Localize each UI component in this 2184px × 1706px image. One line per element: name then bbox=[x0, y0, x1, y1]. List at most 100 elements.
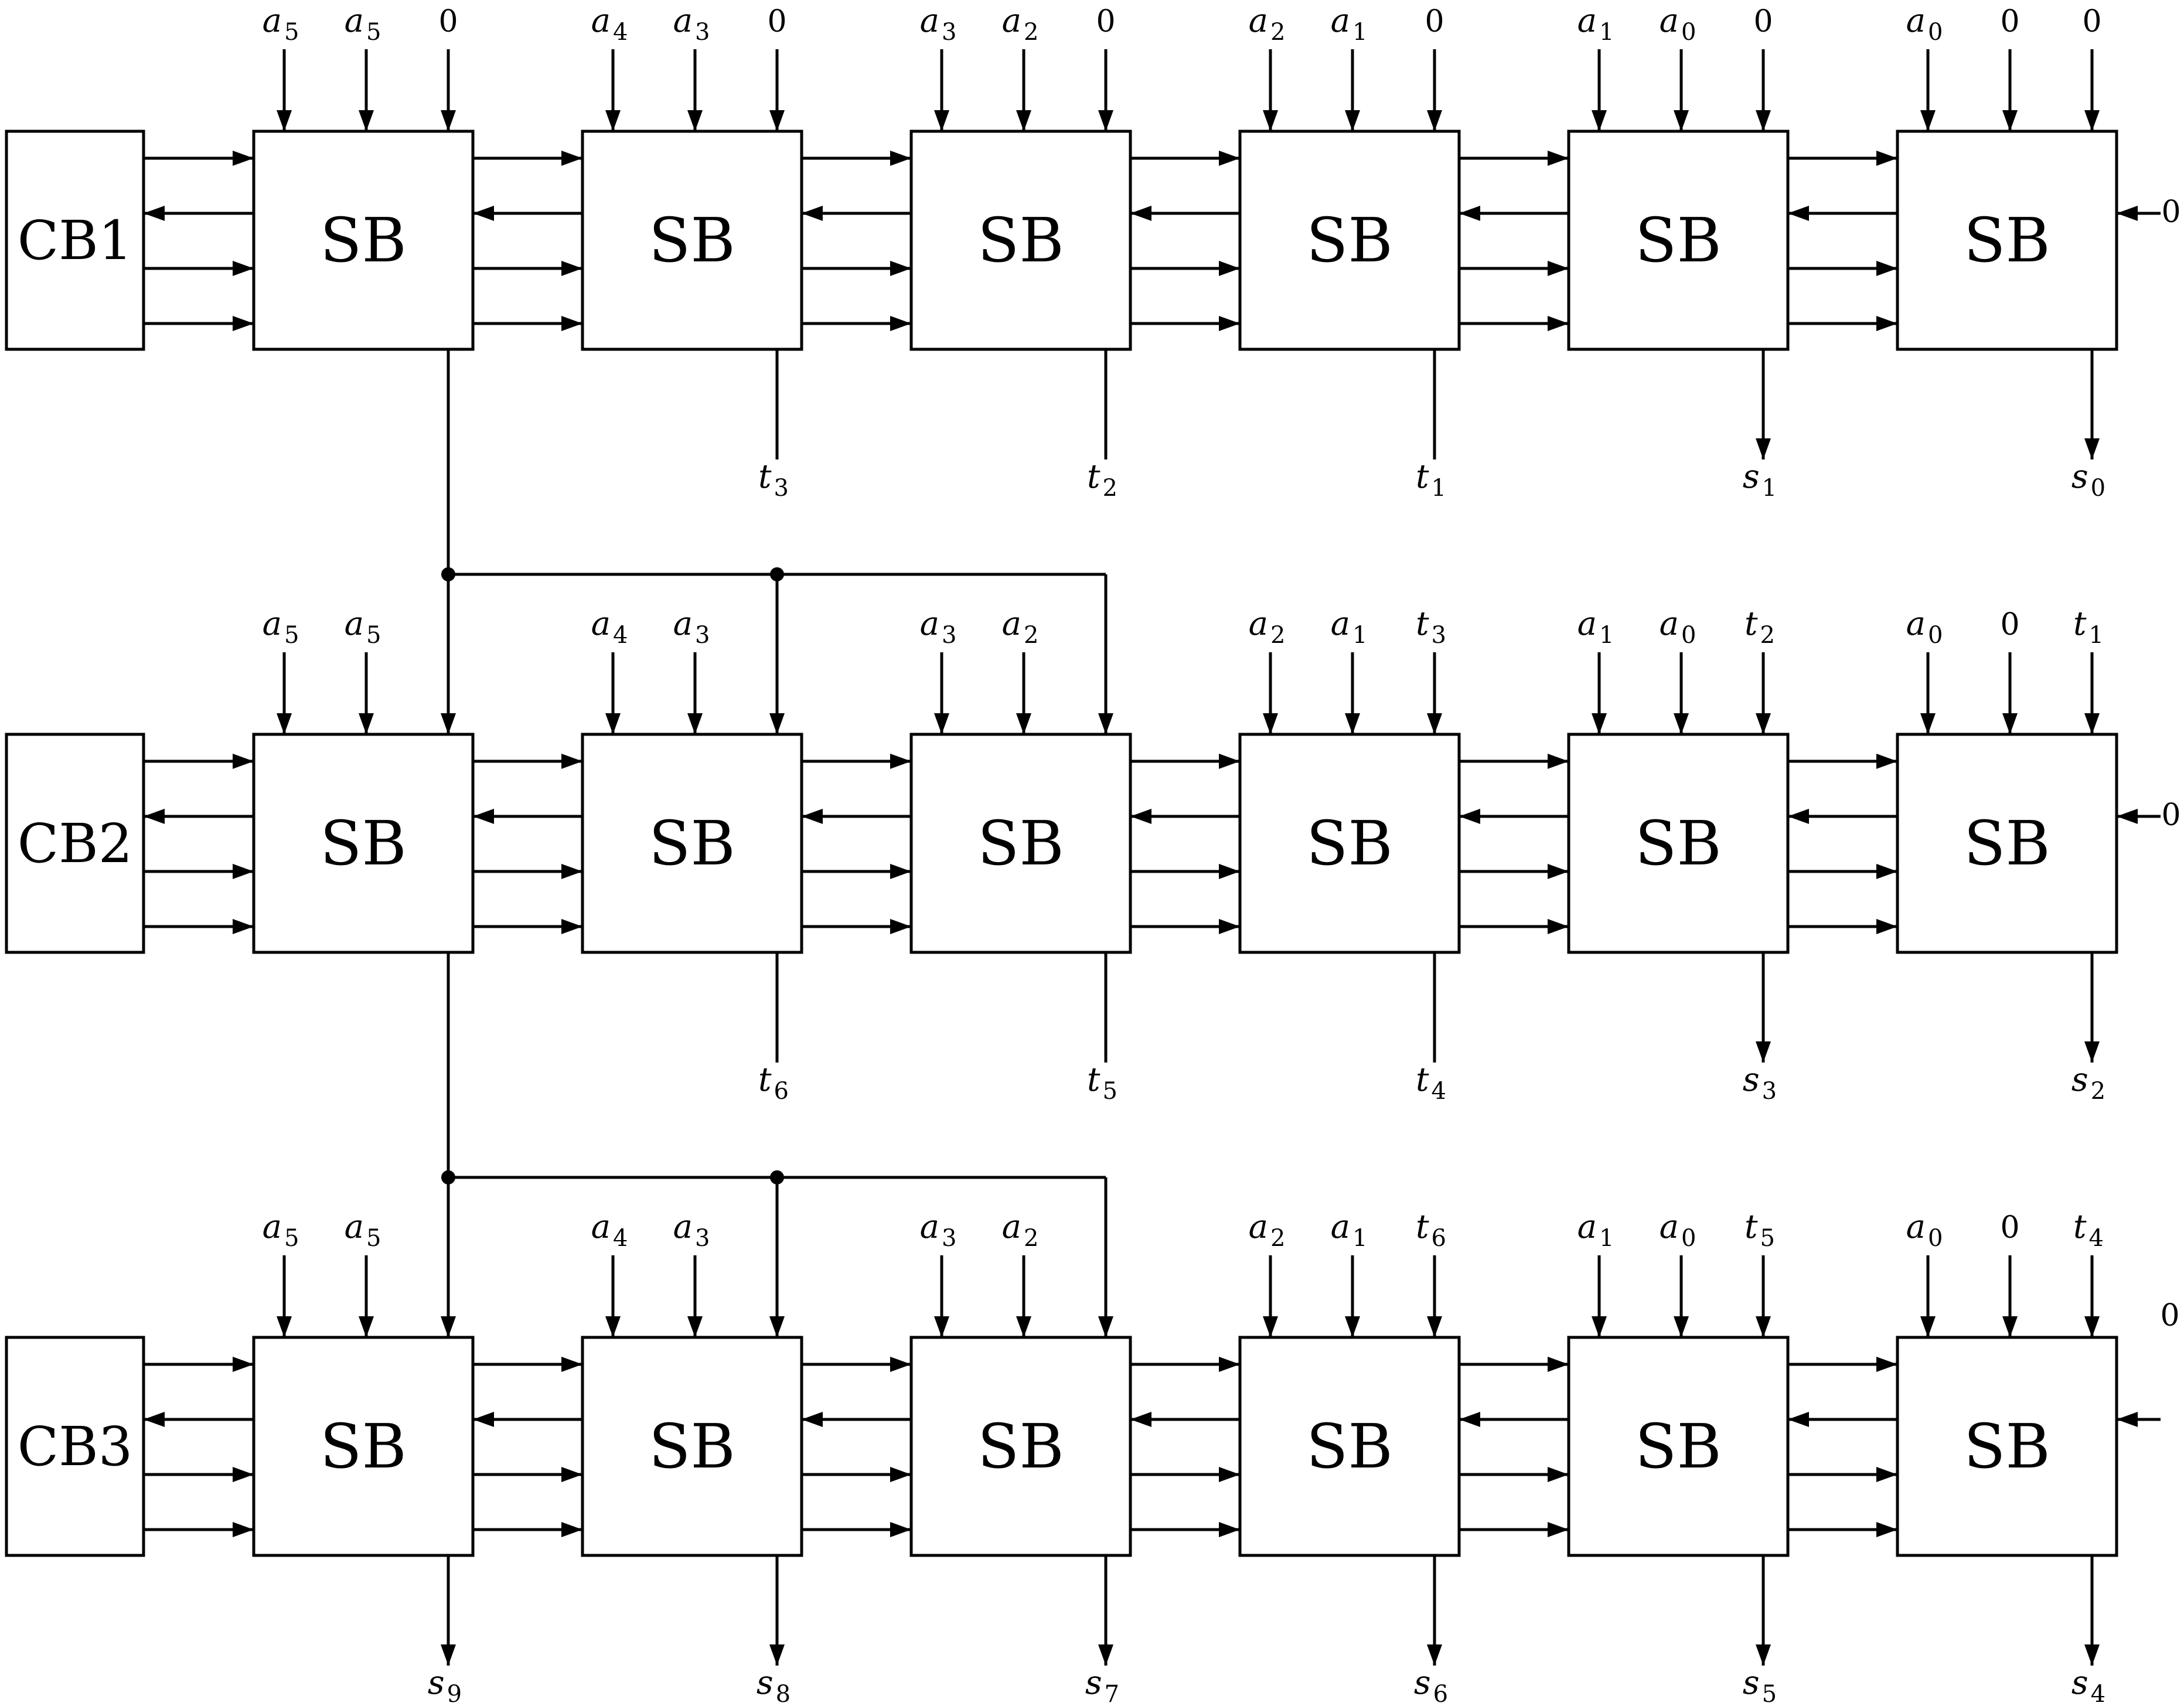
arrowhead bbox=[561, 754, 582, 769]
arrowhead bbox=[1548, 1467, 1569, 1482]
zero-label: 0 bbox=[438, 4, 458, 39]
arrowhead bbox=[473, 1412, 494, 1427]
arrowhead bbox=[2084, 438, 2100, 459]
variable-subscript: 8 bbox=[776, 1681, 791, 1706]
arrowhead bbox=[890, 919, 911, 934]
arrowhead bbox=[441, 713, 456, 734]
variable-subscript: 3 bbox=[942, 622, 956, 649]
variable-subscript: 0 bbox=[1928, 19, 1943, 46]
variable-letter: t bbox=[1416, 605, 1429, 643]
variable-subscript: 3 bbox=[695, 622, 710, 649]
arrowhead bbox=[2002, 110, 2018, 131]
variable-subscript: 5 bbox=[1760, 1225, 1775, 1252]
sb-label: SB bbox=[1306, 205, 1393, 276]
variable-subscript: 4 bbox=[2089, 1225, 2104, 1252]
sb-label: SB bbox=[649, 808, 735, 879]
arrowhead bbox=[1016, 1316, 1031, 1337]
variable-subscript: 5 bbox=[284, 622, 299, 649]
arrowhead bbox=[1756, 1041, 1771, 1063]
variable-subscript: 6 bbox=[774, 1078, 789, 1105]
variable-subscript: 2 bbox=[1024, 19, 1038, 46]
sb-label: SB bbox=[320, 808, 407, 879]
zero-label: 0 bbox=[1096, 4, 1115, 39]
variable-subscript: 4 bbox=[613, 622, 628, 649]
variable-letter: a bbox=[591, 1208, 611, 1246]
arrowhead bbox=[1219, 754, 1240, 769]
variable-letter: a bbox=[1331, 1208, 1350, 1246]
variable-subscript: 0 bbox=[1928, 1225, 1943, 1252]
sb-label: SB bbox=[1635, 1411, 1722, 1482]
arrowhead bbox=[441, 1644, 456, 1666]
variable-subscript: 3 bbox=[942, 1225, 956, 1252]
zero-label: 0 bbox=[2000, 607, 2019, 642]
variable-subscript: 7 bbox=[1105, 1681, 1119, 1706]
sb-label: SB bbox=[1964, 1411, 2050, 1482]
variable-subscript: 5 bbox=[366, 19, 381, 46]
arrowhead bbox=[1876, 919, 1897, 934]
arrowhead bbox=[605, 110, 621, 131]
arrowhead bbox=[1876, 1522, 1897, 1537]
arrowhead bbox=[561, 864, 582, 879]
sb-box bbox=[909, 1336, 1132, 1557]
arrowhead bbox=[1548, 864, 1569, 879]
arrowhead bbox=[1427, 1316, 1442, 1337]
arrowhead bbox=[473, 809, 494, 824]
arrowhead bbox=[233, 151, 254, 166]
sb-label: SB bbox=[320, 205, 407, 276]
variable-letter: a bbox=[673, 2, 693, 40]
arrowhead bbox=[1098, 110, 1113, 131]
arrowhead bbox=[1548, 261, 1569, 276]
cb-box bbox=[5, 1336, 145, 1557]
arrowhead bbox=[1219, 261, 1240, 276]
arrowhead bbox=[1548, 1357, 1569, 1372]
variable-subscript: 0 bbox=[1681, 622, 1696, 649]
variable-letter: a bbox=[1577, 2, 1597, 40]
arrowhead bbox=[2084, 1316, 2100, 1337]
variable-subscript: 5 bbox=[366, 622, 381, 649]
arrowhead bbox=[1876, 151, 1897, 166]
variable-letter: t bbox=[1416, 1208, 1429, 1246]
arrowhead bbox=[890, 261, 911, 276]
arrowhead bbox=[890, 864, 911, 879]
arrowhead bbox=[1345, 110, 1360, 131]
sb-box bbox=[909, 130, 1132, 351]
arrowhead bbox=[890, 754, 911, 769]
arrowhead bbox=[1459, 206, 1480, 221]
variable-letter: a bbox=[1660, 1208, 1679, 1246]
variable-letter: a bbox=[1002, 605, 1021, 643]
arrowhead bbox=[890, 1522, 911, 1537]
variable-subscript: 3 bbox=[695, 19, 710, 46]
variable-letter: a bbox=[591, 605, 611, 643]
variable-subscript: 3 bbox=[1762, 1078, 1777, 1105]
arrowhead bbox=[802, 1412, 823, 1427]
variable-letter: a bbox=[1249, 1208, 1268, 1246]
variable-letter: a bbox=[1331, 605, 1350, 643]
variable-subscript: 1 bbox=[1432, 475, 1446, 502]
variable-subscript: 6 bbox=[1432, 1225, 1446, 1252]
arrowhead bbox=[1674, 1316, 1689, 1337]
sb-label: SB bbox=[1635, 205, 1722, 276]
arrowhead bbox=[1219, 919, 1240, 934]
sb-box bbox=[1238, 1336, 1461, 1557]
variable-subscript: 0 bbox=[2091, 475, 2105, 502]
sb-label: SB bbox=[649, 205, 735, 276]
arrowhead bbox=[561, 919, 582, 934]
arrowhead bbox=[1548, 919, 1569, 934]
arrowhead bbox=[233, 1522, 254, 1537]
